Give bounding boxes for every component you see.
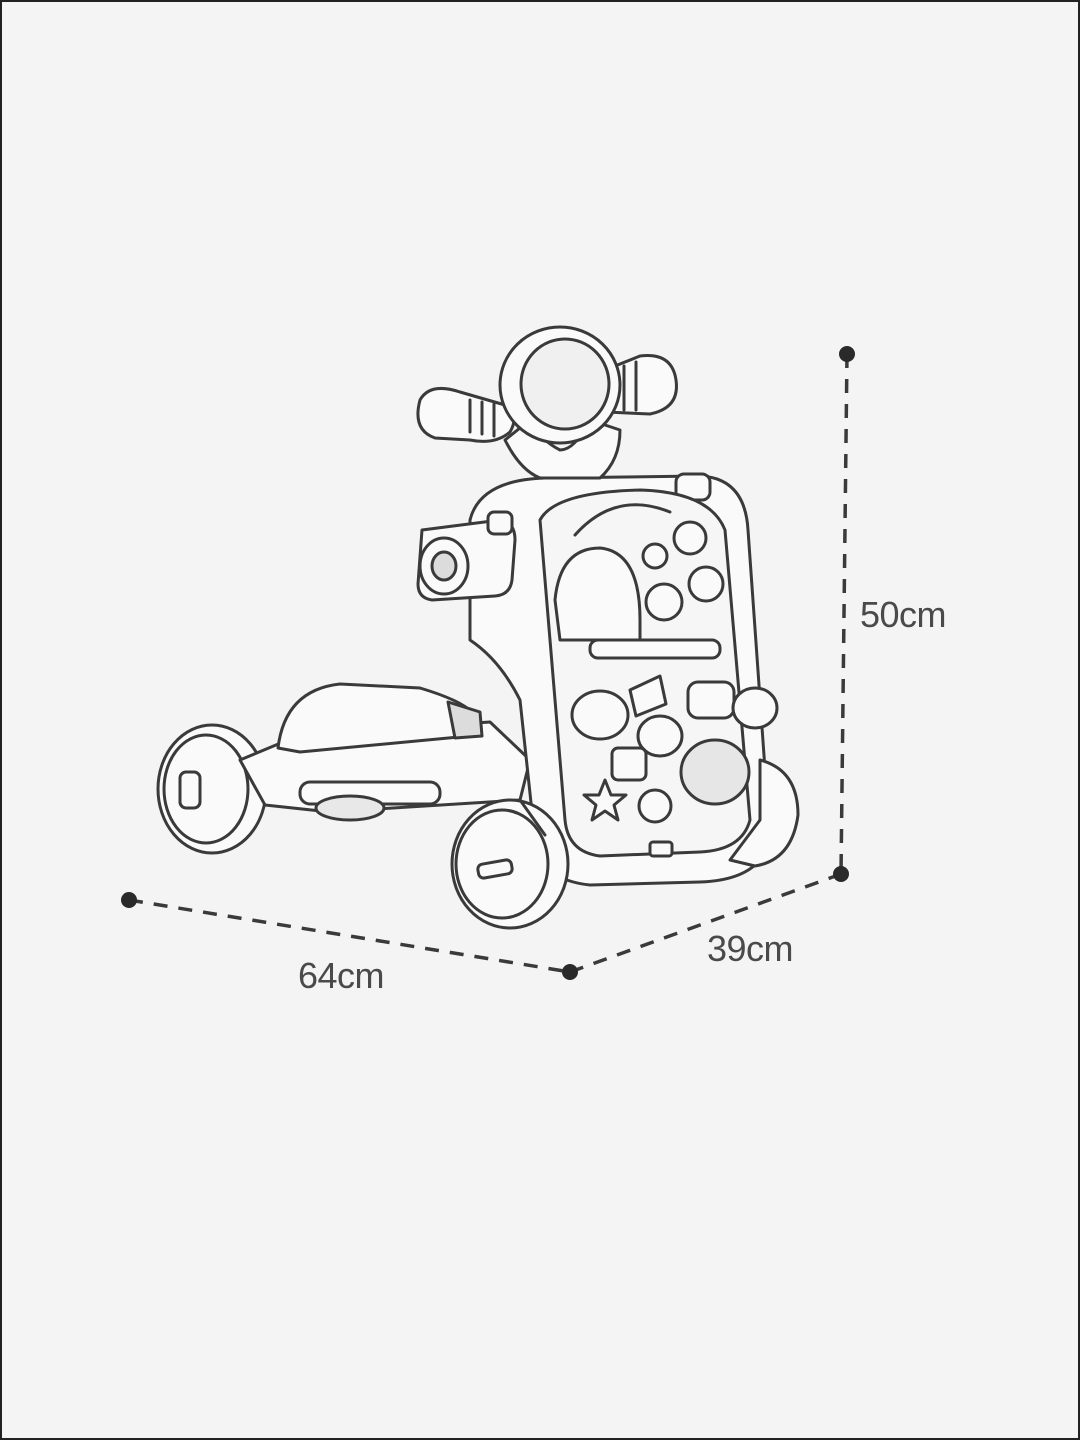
length-label: 64cm xyxy=(298,955,385,996)
panel-ball-toy xyxy=(570,689,630,741)
endpoint-dot xyxy=(562,964,578,980)
base-connector xyxy=(518,798,547,837)
front-right-wheel xyxy=(728,758,800,868)
panel-arch xyxy=(573,503,672,537)
star-icon xyxy=(582,778,628,822)
panel-mirror xyxy=(553,546,642,642)
panel-clock-toy xyxy=(637,788,673,824)
side-toy-tab xyxy=(486,510,514,536)
rear-right-wheel xyxy=(314,794,386,822)
gear-icon xyxy=(672,520,708,556)
rear-left-hub xyxy=(178,770,202,810)
panel-button-toy xyxy=(686,680,736,720)
seat-lower-panel xyxy=(446,700,484,740)
endpoint-dot xyxy=(839,346,855,362)
panel-roller-toy xyxy=(628,674,668,718)
panel-face-toy xyxy=(636,714,684,758)
baby-walker-ride-on-toy-icon xyxy=(156,325,800,930)
endpoint-dot xyxy=(121,892,137,908)
panel-phone-toy xyxy=(610,746,648,782)
panel-round-button xyxy=(731,686,779,730)
gear-icon xyxy=(644,582,684,622)
width-label: 39cm xyxy=(707,928,794,969)
left-grip-ridges xyxy=(468,398,496,438)
width-dimension-line xyxy=(569,872,842,974)
front-left-hub xyxy=(476,858,514,880)
gear-icon xyxy=(687,565,725,603)
steering-dial-face xyxy=(519,337,611,431)
gear-icon xyxy=(641,542,669,570)
panel-handle-bar xyxy=(588,638,722,660)
height-label: 50cm xyxy=(860,594,947,635)
rear-left-wheel-rim xyxy=(162,733,250,845)
side-toy-wheel-inner xyxy=(430,550,458,582)
left-handle-grip xyxy=(416,386,516,443)
endpoint-dot xyxy=(833,866,849,882)
dimension-lines xyxy=(128,353,849,974)
height-dimension-line xyxy=(839,353,849,875)
panel-foot-switch xyxy=(648,840,674,858)
dimension-endpoints xyxy=(121,346,855,980)
panel-piano-toy xyxy=(679,738,751,806)
